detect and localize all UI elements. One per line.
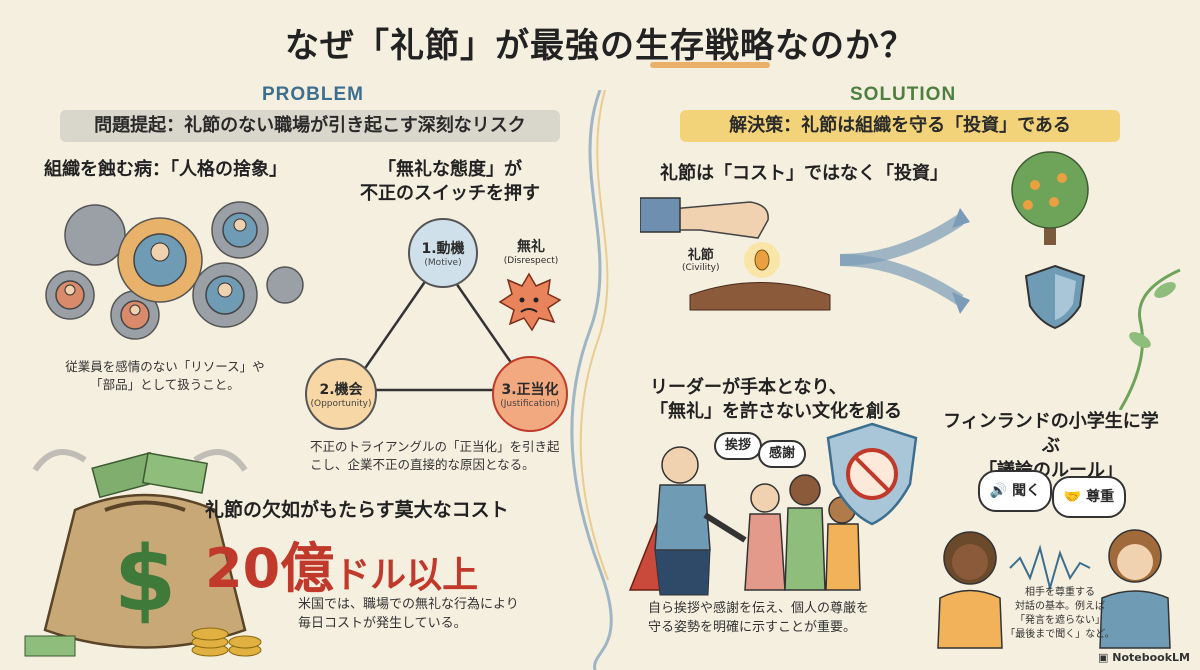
title-underline: [650, 62, 770, 68]
brand-label: ▣ NotebookLM: [1098, 651, 1190, 664]
seed-label: 礼節 (Civility): [682, 248, 720, 273]
notebook-icon: ▣: [1098, 651, 1109, 664]
triangle-node-motive: 1.動機 (Motive): [408, 218, 478, 288]
cost-caption: 米国では、職場での無礼な行為により 毎日コストが発生している。: [298, 597, 519, 631]
leader-heading: リーダーが手本となり、 「無礼」を許さない文化を創る: [650, 377, 902, 423]
bubble-thanks: 感謝: [758, 440, 806, 468]
triangle-node-justification: 3.正当化 (Justification): [492, 356, 568, 432]
solution-banner: 解決策：礼節は組織を守る「投資」である: [680, 110, 1120, 142]
finland-heading: フィンランドの小学生に学ぶ 「議論のルール」: [943, 411, 1159, 481]
bubble-greeting: 挨拶: [714, 432, 762, 460]
leader-caption: 自ら挨拶や感謝を伝え、個人の尊厳を 守る姿勢を明確に示すことが重要。: [648, 601, 870, 635]
disrespect-label: 無礼 (Disrespect): [503, 239, 559, 266]
money-bag-illustration: $: [24, 449, 262, 657]
triangle-heading: 「無礼な態度」が 不正のスイッチを押す: [360, 159, 540, 205]
svg-text:$: $: [114, 527, 177, 632]
problem-tag: PROBLEM: [262, 84, 364, 105]
triangle-lines: [347, 257, 533, 392]
bubble-listen: 🔊 聞く: [978, 470, 1052, 512]
vine-decoration: [1118, 268, 1181, 410]
problem-banner: 問題提起：礼節のない職場が引き起こす深刻なリスク: [60, 110, 560, 142]
handshake-icon: 🤝: [1063, 489, 1082, 505]
gears-people-illustration: [45, 201, 304, 340]
cost-heading: 礼節の欠如がもたらす莫大なコスト: [205, 499, 509, 521]
cost-amount: 20億ドル以上: [205, 537, 479, 600]
seed-planting-illustration: [640, 197, 831, 311]
page-title: なぜ「礼節」が最強の生存戦略なのか？: [285, 26, 915, 66]
triangle-node-opportunity: 2.機会 (Opportunity): [305, 358, 377, 430]
dehumanization-caption: 従業員を感情のない「リソース」や 「部品」として扱うこと。: [65, 359, 265, 393]
solution-tag: SOLUTION: [850, 84, 957, 105]
finland-caption: 相手を尊重する 対話の基本。例えば 「発言を遮らない」 「最後まで聞く」など。: [1005, 587, 1115, 640]
children-dialogue-illustration: [937, 529, 1171, 649]
triangle-caption: 不正のトライアングルの「正当化」を引き起 こし、企業不正の直接的な原因となる。: [310, 439, 560, 473]
branch-arrows: [840, 208, 970, 314]
center-divider: [570, 90, 613, 670]
angry-burst-icon: [498, 272, 562, 332]
leader-team-illustration: [628, 446, 861, 596]
tree-icon: [1011, 151, 1089, 245]
no-disrespect-shield-icon: [826, 422, 918, 526]
bubble-respect: 🤝 尊重: [1052, 476, 1126, 518]
investment-heading: 礼節は「コスト」ではなく「投資」: [660, 163, 948, 184]
shield-icon: [1024, 264, 1086, 330]
dehumanization-heading: 組織を蝕む病：「人格の捨象」: [44, 159, 287, 180]
speaker-icon: 🔊: [989, 483, 1008, 499]
